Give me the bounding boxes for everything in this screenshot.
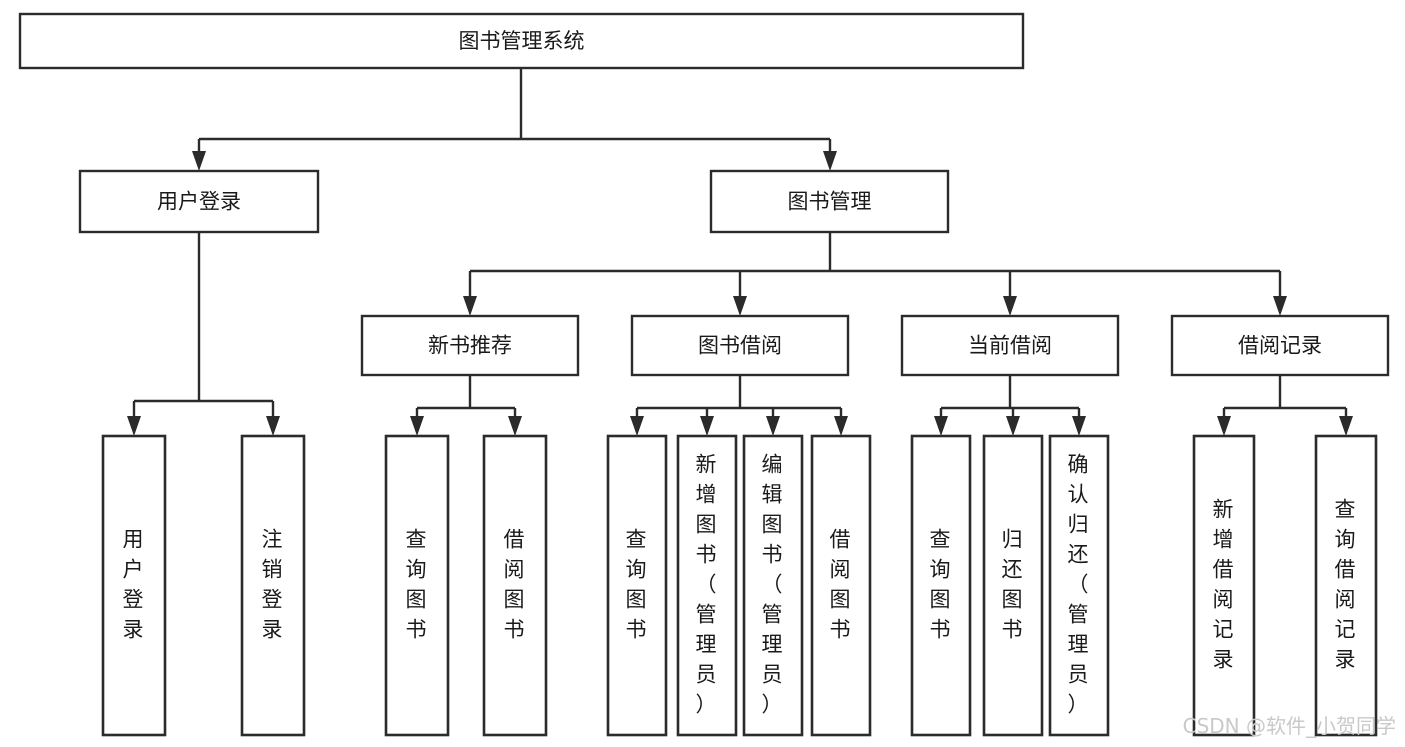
node-label-leaf-logout: 注销登录 xyxy=(262,528,285,642)
conn-current-borrow xyxy=(934,375,1086,436)
node-box-borrow-record xyxy=(1170,314,1390,377)
arrow-head-icon xyxy=(1217,416,1231,436)
node-label-leaf-add-book: 新增图书（管理员） xyxy=(696,453,719,717)
node-box-leaf-borrow-book-rec xyxy=(482,434,548,737)
node-leaf-add-book[interactable]: 新增图书（管理员） xyxy=(676,434,738,737)
node-leaf-user-login[interactable]: 用户登录 xyxy=(101,434,167,737)
node-box-leaf-logout xyxy=(240,434,306,737)
arrow-head-icon xyxy=(1006,416,1020,436)
node-leaf-query-record[interactable]: 查询借阅记录 xyxy=(1314,434,1378,737)
node-box-current-borrow xyxy=(900,314,1120,377)
arrow-head-icon xyxy=(508,416,522,436)
arrow-head-icon xyxy=(1273,296,1287,316)
arrow-head-icon xyxy=(823,151,837,171)
node-box-leaf-borrow-book xyxy=(810,434,872,737)
conn-book-borrow xyxy=(630,375,848,436)
node-leaf-borrow-book-rec[interactable]: 借阅图书 xyxy=(482,434,548,737)
node-box-root xyxy=(18,12,1025,70)
conn-book-management xyxy=(463,232,1287,316)
node-leaf-return-book[interactable]: 归还图书 xyxy=(982,434,1044,737)
arrow-head-icon xyxy=(127,416,141,436)
arrow-head-icon xyxy=(700,416,714,436)
node-label-borrow-record: 借阅记录 xyxy=(1238,334,1322,358)
node-leaf-query-book-rec[interactable]: 查询图书 xyxy=(384,434,450,737)
node-box-leaf-user-login xyxy=(101,434,167,737)
node-leaf-edit-book[interactable]: 编辑图书（管理员） xyxy=(742,434,804,737)
arrow-head-icon xyxy=(1072,416,1086,436)
node-box-leaf-return-book xyxy=(982,434,1044,737)
arrow-head-icon xyxy=(766,416,780,436)
node-leaf-add-record[interactable]: 新增借阅记录 xyxy=(1192,434,1256,737)
node-label-leaf-confirm-return: 确认归还（管理员） xyxy=(1068,453,1091,717)
arrow-head-icon xyxy=(733,296,747,316)
node-label-root: 图书管理系统 xyxy=(459,29,585,53)
node-label-user-login: 用户登录 xyxy=(157,190,241,214)
node-box-book-management xyxy=(709,169,950,234)
node-box-leaf-confirm-return xyxy=(1048,434,1110,737)
arrow-head-icon xyxy=(1003,296,1017,316)
node-label-book-borrow: 图书借阅 xyxy=(698,334,782,358)
node-new-book-recommend[interactable]: 新书推荐 xyxy=(360,314,580,377)
node-box-book-borrow xyxy=(630,314,850,377)
node-label-leaf-query-record: 查询借阅记录 xyxy=(1335,498,1358,672)
node-label-leaf-query-book-borrow: 查询图书 xyxy=(626,528,649,642)
node-box-leaf-add-book xyxy=(676,434,738,737)
conn-user-login xyxy=(127,232,280,436)
node-box-leaf-query-record xyxy=(1314,434,1378,737)
node-borrow-record[interactable]: 借阅记录 xyxy=(1170,314,1390,377)
node-leaf-query-book-current[interactable]: 查询图书 xyxy=(910,434,972,737)
node-label-current-borrow: 当前借阅 xyxy=(968,334,1052,358)
diagram-nodes: 图书管理系统用户登录图书管理新书推荐图书借阅当前借阅借阅记录用户登录注销登录查询… xyxy=(18,12,1390,737)
node-label-new-book-recommend: 新书推荐 xyxy=(428,334,512,358)
node-label-leaf-query-book-current: 查询图书 xyxy=(930,528,953,642)
node-box-leaf-query-book-borrow xyxy=(606,434,668,737)
node-box-leaf-query-book-current xyxy=(910,434,972,737)
node-current-borrow[interactable]: 当前借阅 xyxy=(900,314,1120,377)
node-book-management[interactable]: 图书管理 xyxy=(709,169,950,234)
conn-root xyxy=(192,68,837,171)
arrow-head-icon xyxy=(630,416,644,436)
node-label-leaf-user-login: 用户登录 xyxy=(123,528,146,642)
node-label-leaf-edit-book: 编辑图书（管理员） xyxy=(762,453,785,717)
arrow-head-icon xyxy=(934,416,948,436)
node-label-leaf-query-book-rec: 查询图书 xyxy=(406,528,429,642)
node-leaf-logout[interactable]: 注销登录 xyxy=(240,434,306,737)
node-box-leaf-edit-book xyxy=(742,434,804,737)
arrow-head-icon xyxy=(463,296,477,316)
arrow-head-icon xyxy=(834,416,848,436)
arrow-head-icon xyxy=(410,416,424,436)
node-user-login[interactable]: 用户登录 xyxy=(78,169,320,234)
node-label-book-management: 图书管理 xyxy=(788,190,872,214)
node-label-leaf-add-record: 新增借阅记录 xyxy=(1213,498,1236,672)
conn-new-book xyxy=(410,375,522,436)
arrow-head-icon xyxy=(266,416,280,436)
connector-edges xyxy=(127,68,1353,436)
node-box-new-book-recommend xyxy=(360,314,580,377)
node-book-borrow[interactable]: 图书借阅 xyxy=(630,314,850,377)
node-box-user-login xyxy=(78,169,320,234)
node-box-leaf-add-record xyxy=(1192,434,1256,737)
conn-borrow-record xyxy=(1217,375,1353,436)
node-leaf-borrow-book[interactable]: 借阅图书 xyxy=(810,434,872,737)
node-box-leaf-query-book-rec xyxy=(384,434,450,737)
node-label-leaf-borrow-book: 借阅图书 xyxy=(830,528,853,642)
node-leaf-query-book-borrow[interactable]: 查询图书 xyxy=(606,434,668,737)
csdn-watermark: CSDN @软件_小贺同学 xyxy=(1183,714,1396,738)
node-label-leaf-return-book: 归还图书 xyxy=(1002,528,1025,642)
node-leaf-confirm-return[interactable]: 确认归还（管理员） xyxy=(1048,434,1110,737)
arrow-head-icon xyxy=(1339,416,1353,436)
arrow-head-icon xyxy=(192,151,206,171)
node-root[interactable]: 图书管理系统 xyxy=(18,12,1025,70)
node-label-leaf-borrow-book-rec: 借阅图书 xyxy=(504,528,527,642)
